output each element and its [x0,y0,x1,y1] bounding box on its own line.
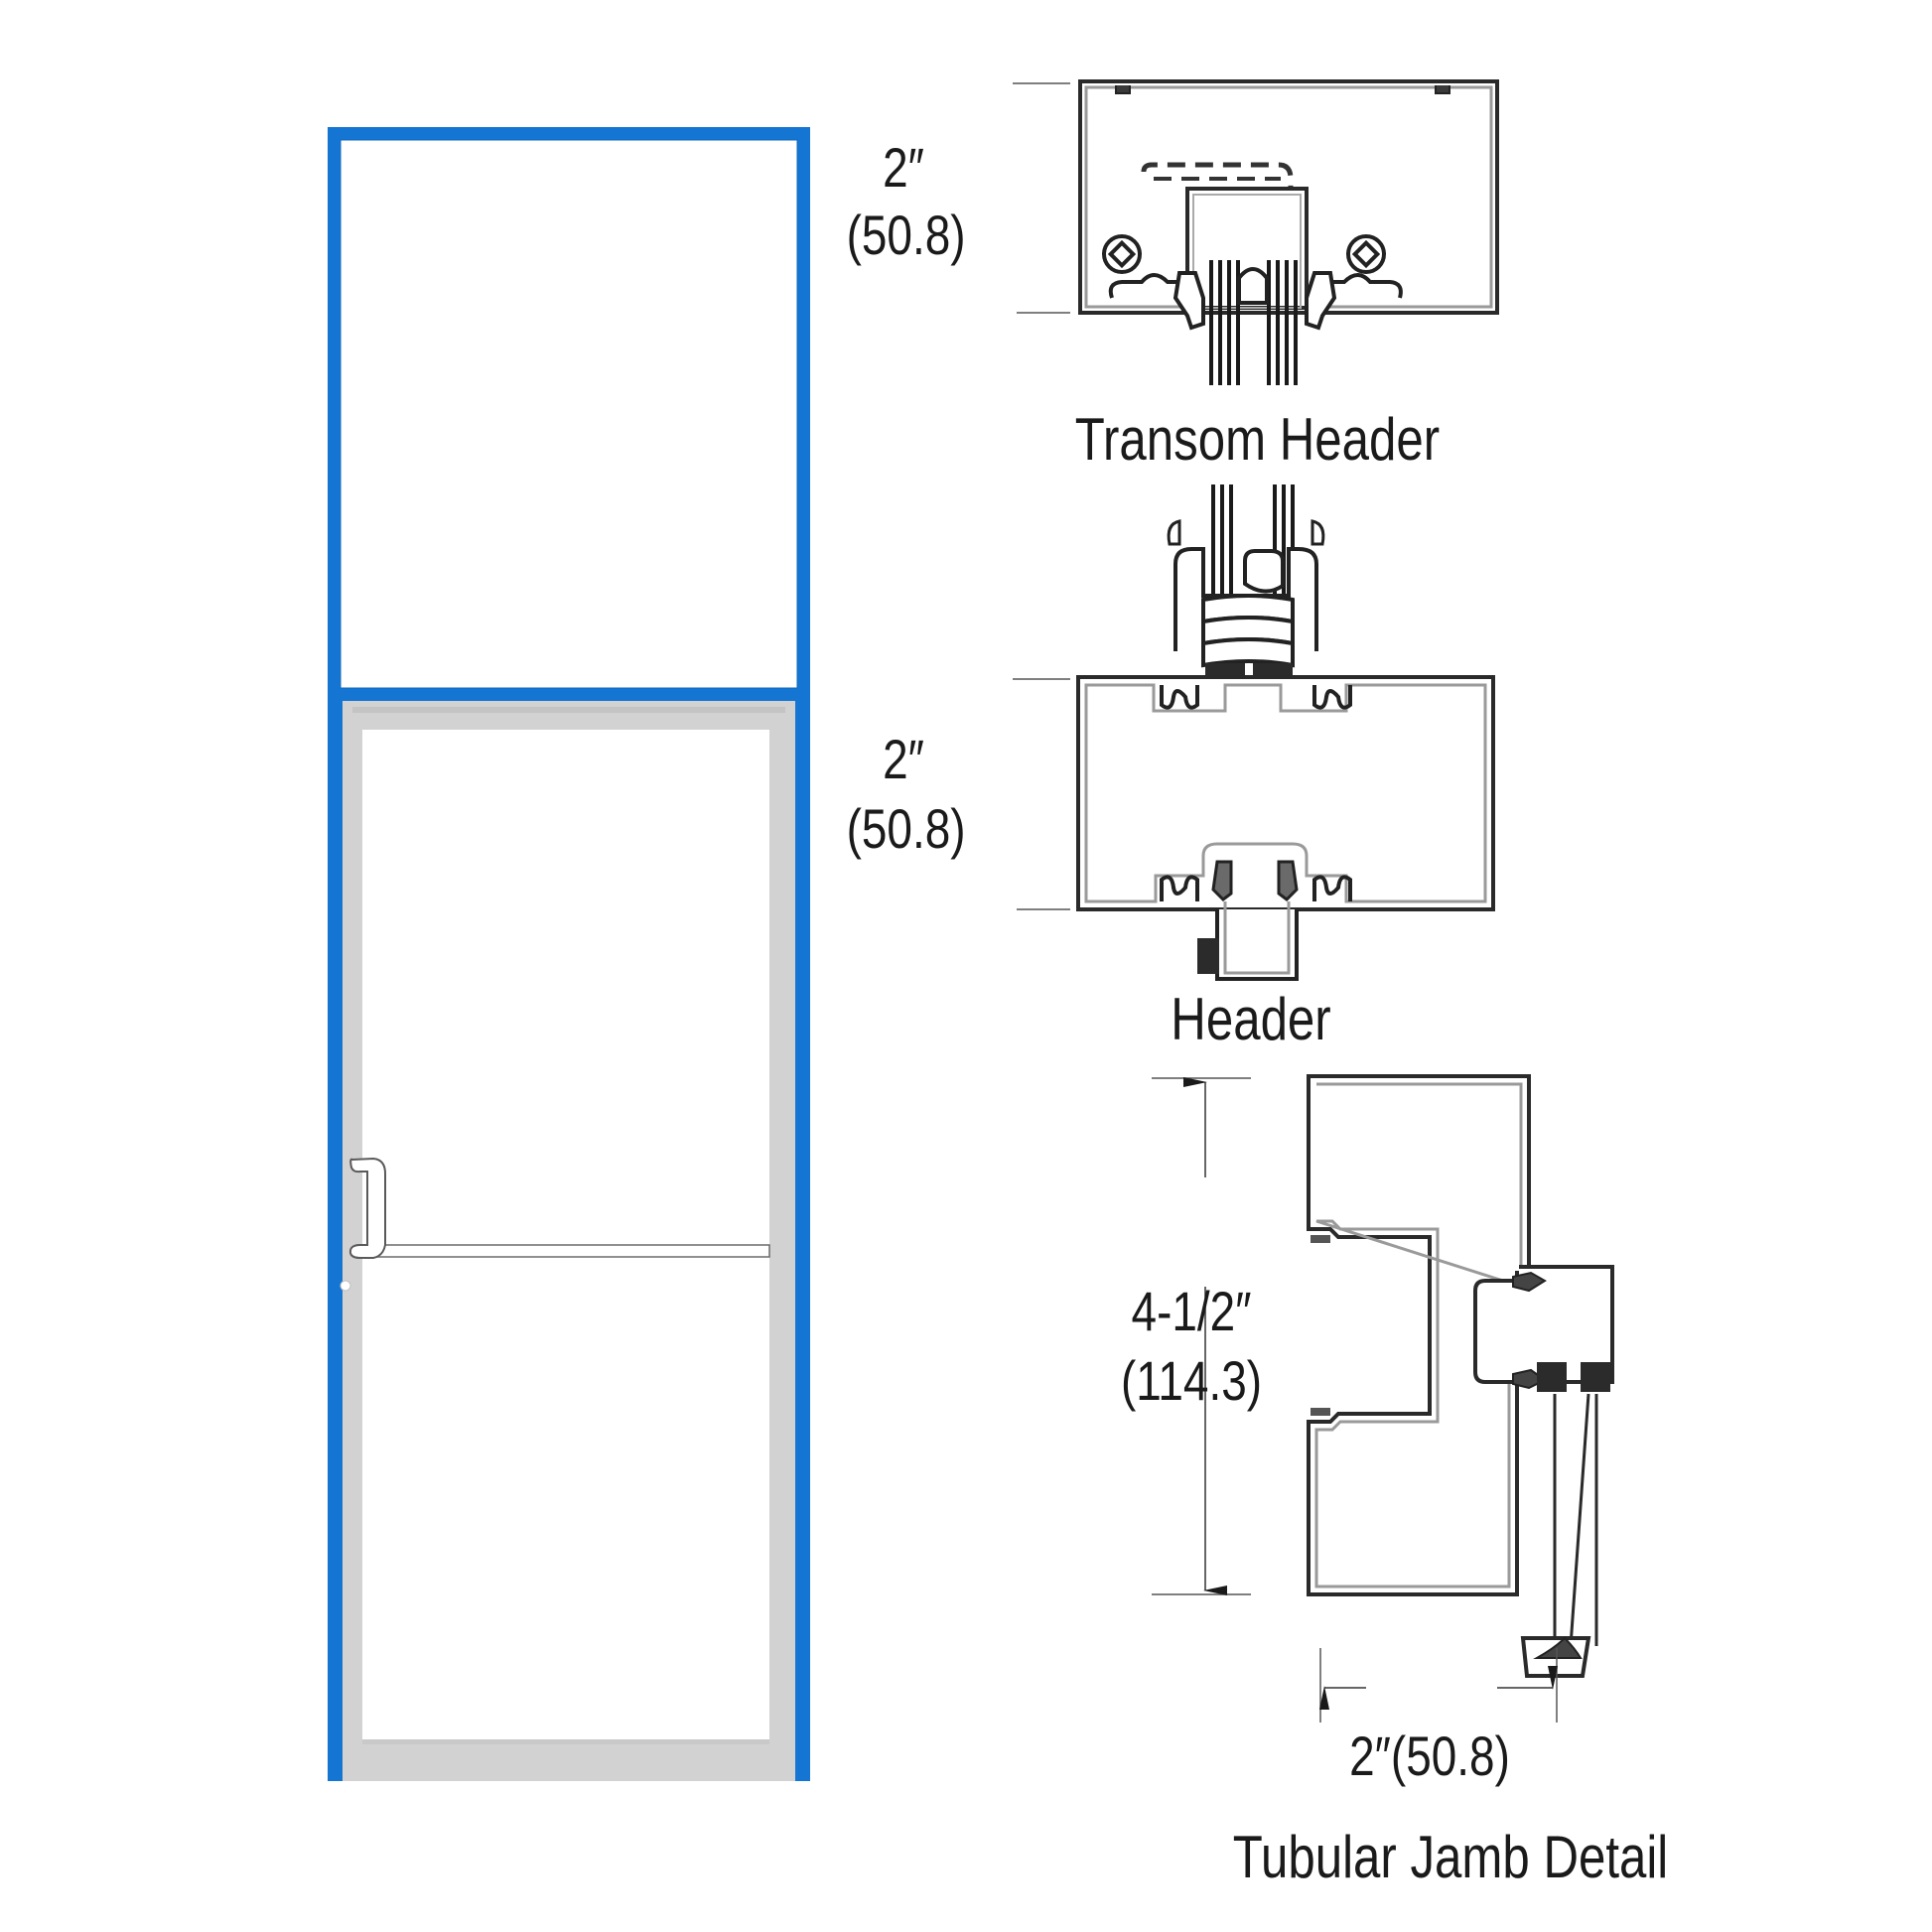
tubular-jamb-detail [1152,1074,1614,1723]
jamb-dimension-in: 4-1/2″ [1131,1280,1252,1342]
jamb-width-dimension: 2″(50.8) [1349,1725,1510,1787]
header-detail [1013,484,1495,981]
jamb-dimension-mm: (114.3) [1120,1349,1263,1412]
header-dimension-in: 2″ [883,728,924,790]
header-dimension-mm: (50.8) [846,797,966,860]
transom-header-caption: Transom Header [1074,406,1441,473]
tubular-jamb-caption: Tubular Jamb Detail [1232,1824,1669,1890]
section-details: 2″ (50.8) Transom Header 2″ (50.8) Heade… [847,0,1932,1932]
push-bar[interactable] [356,1244,770,1258]
door-elevation [0,0,894,1932]
transom-dimension-mm: (50.8) [846,204,966,266]
header-caption: Header [1171,986,1331,1052]
transom-header-detail [1013,79,1499,385]
elevation-drawing [328,127,810,1781]
door-glass [362,730,769,1739]
transom-panel [340,139,798,689]
pull-handle[interactable] [348,1157,386,1259]
transom-dimension-in: 2″ [883,136,924,199]
section-drawing [1013,79,1614,1723]
lock-cylinder[interactable] [340,1280,351,1292]
